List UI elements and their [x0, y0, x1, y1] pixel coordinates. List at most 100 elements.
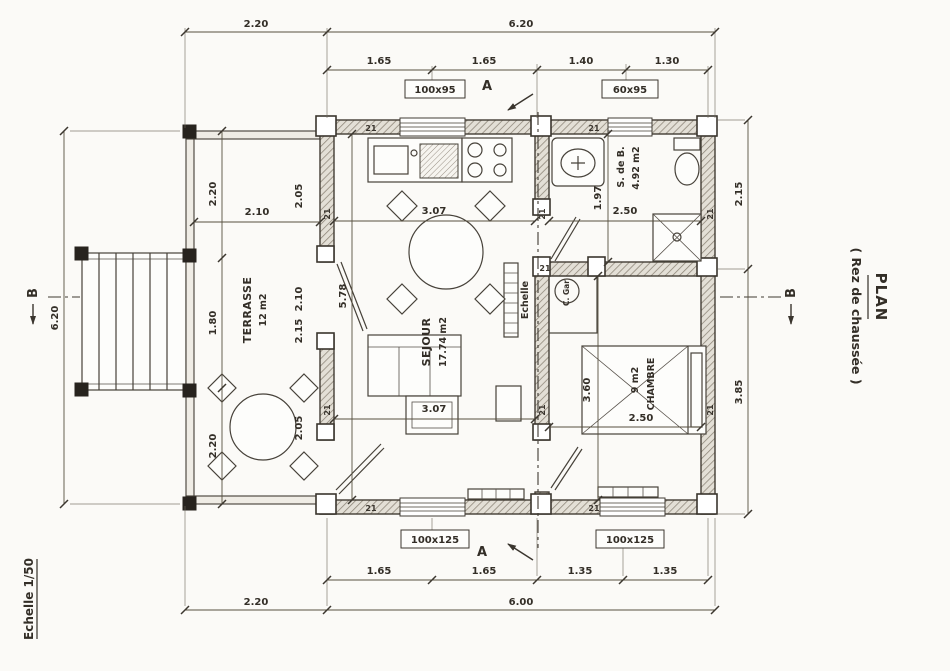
dim-top-house: 6.20	[509, 19, 534, 30]
room-area-terrasse: 12 m2	[258, 293, 269, 326]
log-thickness-label: 21	[539, 264, 551, 273]
dim-left-total: 6.20	[50, 306, 61, 331]
doors	[335, 216, 583, 495]
log-post	[530, 493, 552, 515]
stove-burner	[493, 143, 507, 157]
dim-terrace-inner-bottom: 2.05	[294, 416, 305, 441]
closet-outline	[548, 275, 598, 334]
log-thickness-label: 21	[323, 404, 332, 416]
dim-left-seg3: 2.20	[208, 434, 219, 459]
sofa	[367, 334, 462, 397]
window-label-kitchen: 100x95	[414, 85, 455, 96]
terrace-rail-bottom	[185, 495, 321, 505]
terrace-door-lower-leaf	[335, 443, 385, 495]
section-a-arrow-top	[507, 93, 534, 111]
section-marker-b-left: B	[26, 288, 41, 298]
house-walls	[315, 115, 718, 517]
kitchen-sink-bowl	[373, 145, 409, 175]
log-thickness-label: 21	[365, 124, 377, 133]
room-label-salle-de-bain: S. de B.	[616, 146, 627, 187]
dim-bottom-terrace: 2.20	[244, 597, 269, 608]
log-post	[696, 115, 718, 137]
dim-terrace-door-b: 2.15	[294, 319, 305, 344]
dim-bottom-seg3: 1.35	[568, 566, 593, 577]
room-label-sejour: SEJOUR	[420, 318, 433, 367]
dining-set	[386, 190, 506, 315]
stove-burner	[467, 142, 483, 158]
dim-terrace-inner-top: 2.05	[294, 184, 305, 209]
shower-drain	[672, 232, 682, 242]
window-sejour-south	[399, 497, 466, 517]
dim-chambre-width: 2.50	[629, 413, 654, 424]
stair-post	[74, 246, 89, 261]
closet-and-ladder	[503, 262, 598, 338]
ladder-rungs	[504, 272, 518, 334]
dim-top-terrace: 2.20	[244, 19, 269, 30]
bedroom-furniture	[581, 345, 707, 498]
window-label-bath: 60x95	[613, 85, 647, 96]
terrace-post	[182, 496, 197, 511]
dim-bath-height: 1.97	[593, 186, 604, 211]
wall-bathroom-south	[548, 261, 702, 277]
terrace-rail-left	[185, 130, 195, 505]
dim-bottom-seg1: 1.65	[367, 566, 392, 577]
stairs-outline	[81, 252, 187, 391]
terrace-rail-top	[185, 130, 321, 140]
dim-left-seg2: 1.80	[208, 311, 219, 336]
wall-east	[700, 119, 716, 515]
living-furniture	[367, 334, 525, 500]
dim-top-seg3: 1.40	[569, 56, 594, 67]
terrace-chair	[289, 373, 319, 403]
log-post	[696, 257, 718, 277]
dim-sejour-height: 5.78	[338, 284, 349, 309]
kitchen-faucet	[410, 149, 418, 157]
log-post	[532, 423, 551, 441]
dim-sejour-width-top: 3.07	[422, 206, 447, 217]
toilet-bowl	[674, 152, 700, 186]
window-kitchen	[399, 117, 466, 137]
dimension-lines	[63, 31, 749, 611]
bath-faucet-cross	[571, 156, 585, 170]
kitchen-fixtures	[367, 137, 513, 183]
terrace-post	[182, 383, 197, 398]
log-thickness-labels: 21 21 21 21 21 21 21 21 21 21 21	[323, 124, 715, 513]
dimension-ticks	[59, 27, 753, 615]
drawing-title: PLAN	[872, 273, 890, 322]
stove-burner	[493, 163, 507, 177]
terrace-table	[229, 393, 297, 461]
dim-bottom-seg4: 1.35	[653, 566, 678, 577]
dim-terrace-door-a: 2.10	[294, 287, 305, 312]
stairs-treads	[98, 253, 168, 390]
dining-chair	[474, 190, 506, 222]
log-thickness-label: 21	[365, 504, 377, 513]
label-ladder: Echelle	[520, 281, 531, 319]
kitchen-drainer	[419, 143, 459, 179]
room-area-sejour: 17.74 m2	[438, 317, 449, 367]
log-thickness-label: 21	[538, 404, 547, 416]
dim-terrace-width: 2.10	[245, 207, 270, 218]
terrace-furniture	[207, 373, 319, 481]
room-label-chambre: CHAMBRE	[646, 358, 657, 411]
window-label-box	[595, 529, 665, 549]
dining-chair	[386, 190, 418, 222]
log-post	[530, 115, 552, 137]
log-thickness-label: 21	[706, 404, 715, 416]
drawing-subtitle: ( Rez de chaussée )	[849, 247, 864, 384]
window-label-box	[601, 79, 659, 99]
terrace-post	[182, 248, 197, 263]
terrace-chair	[289, 451, 319, 481]
sofa-cushions	[368, 346, 461, 396]
tv-stand	[495, 385, 522, 422]
extension-lines	[70, 28, 745, 606]
dim-top-seg1: 1.65	[367, 56, 392, 67]
bathroom-door-leaf	[550, 216, 581, 262]
room-area-salle-de-bain: 4.92 m2	[631, 146, 642, 189]
dining-table	[408, 214, 484, 290]
stove	[461, 137, 513, 183]
dim-bath-width: 2.50	[613, 206, 638, 217]
section-a-arrow-bottom	[507, 543, 534, 561]
stove-burner	[467, 162, 483, 178]
dimensions: 2.20 6.20 1.65 1.65 1.40 1.30 100x95 60x…	[50, 19, 753, 615]
toilet-tank	[673, 137, 701, 151]
